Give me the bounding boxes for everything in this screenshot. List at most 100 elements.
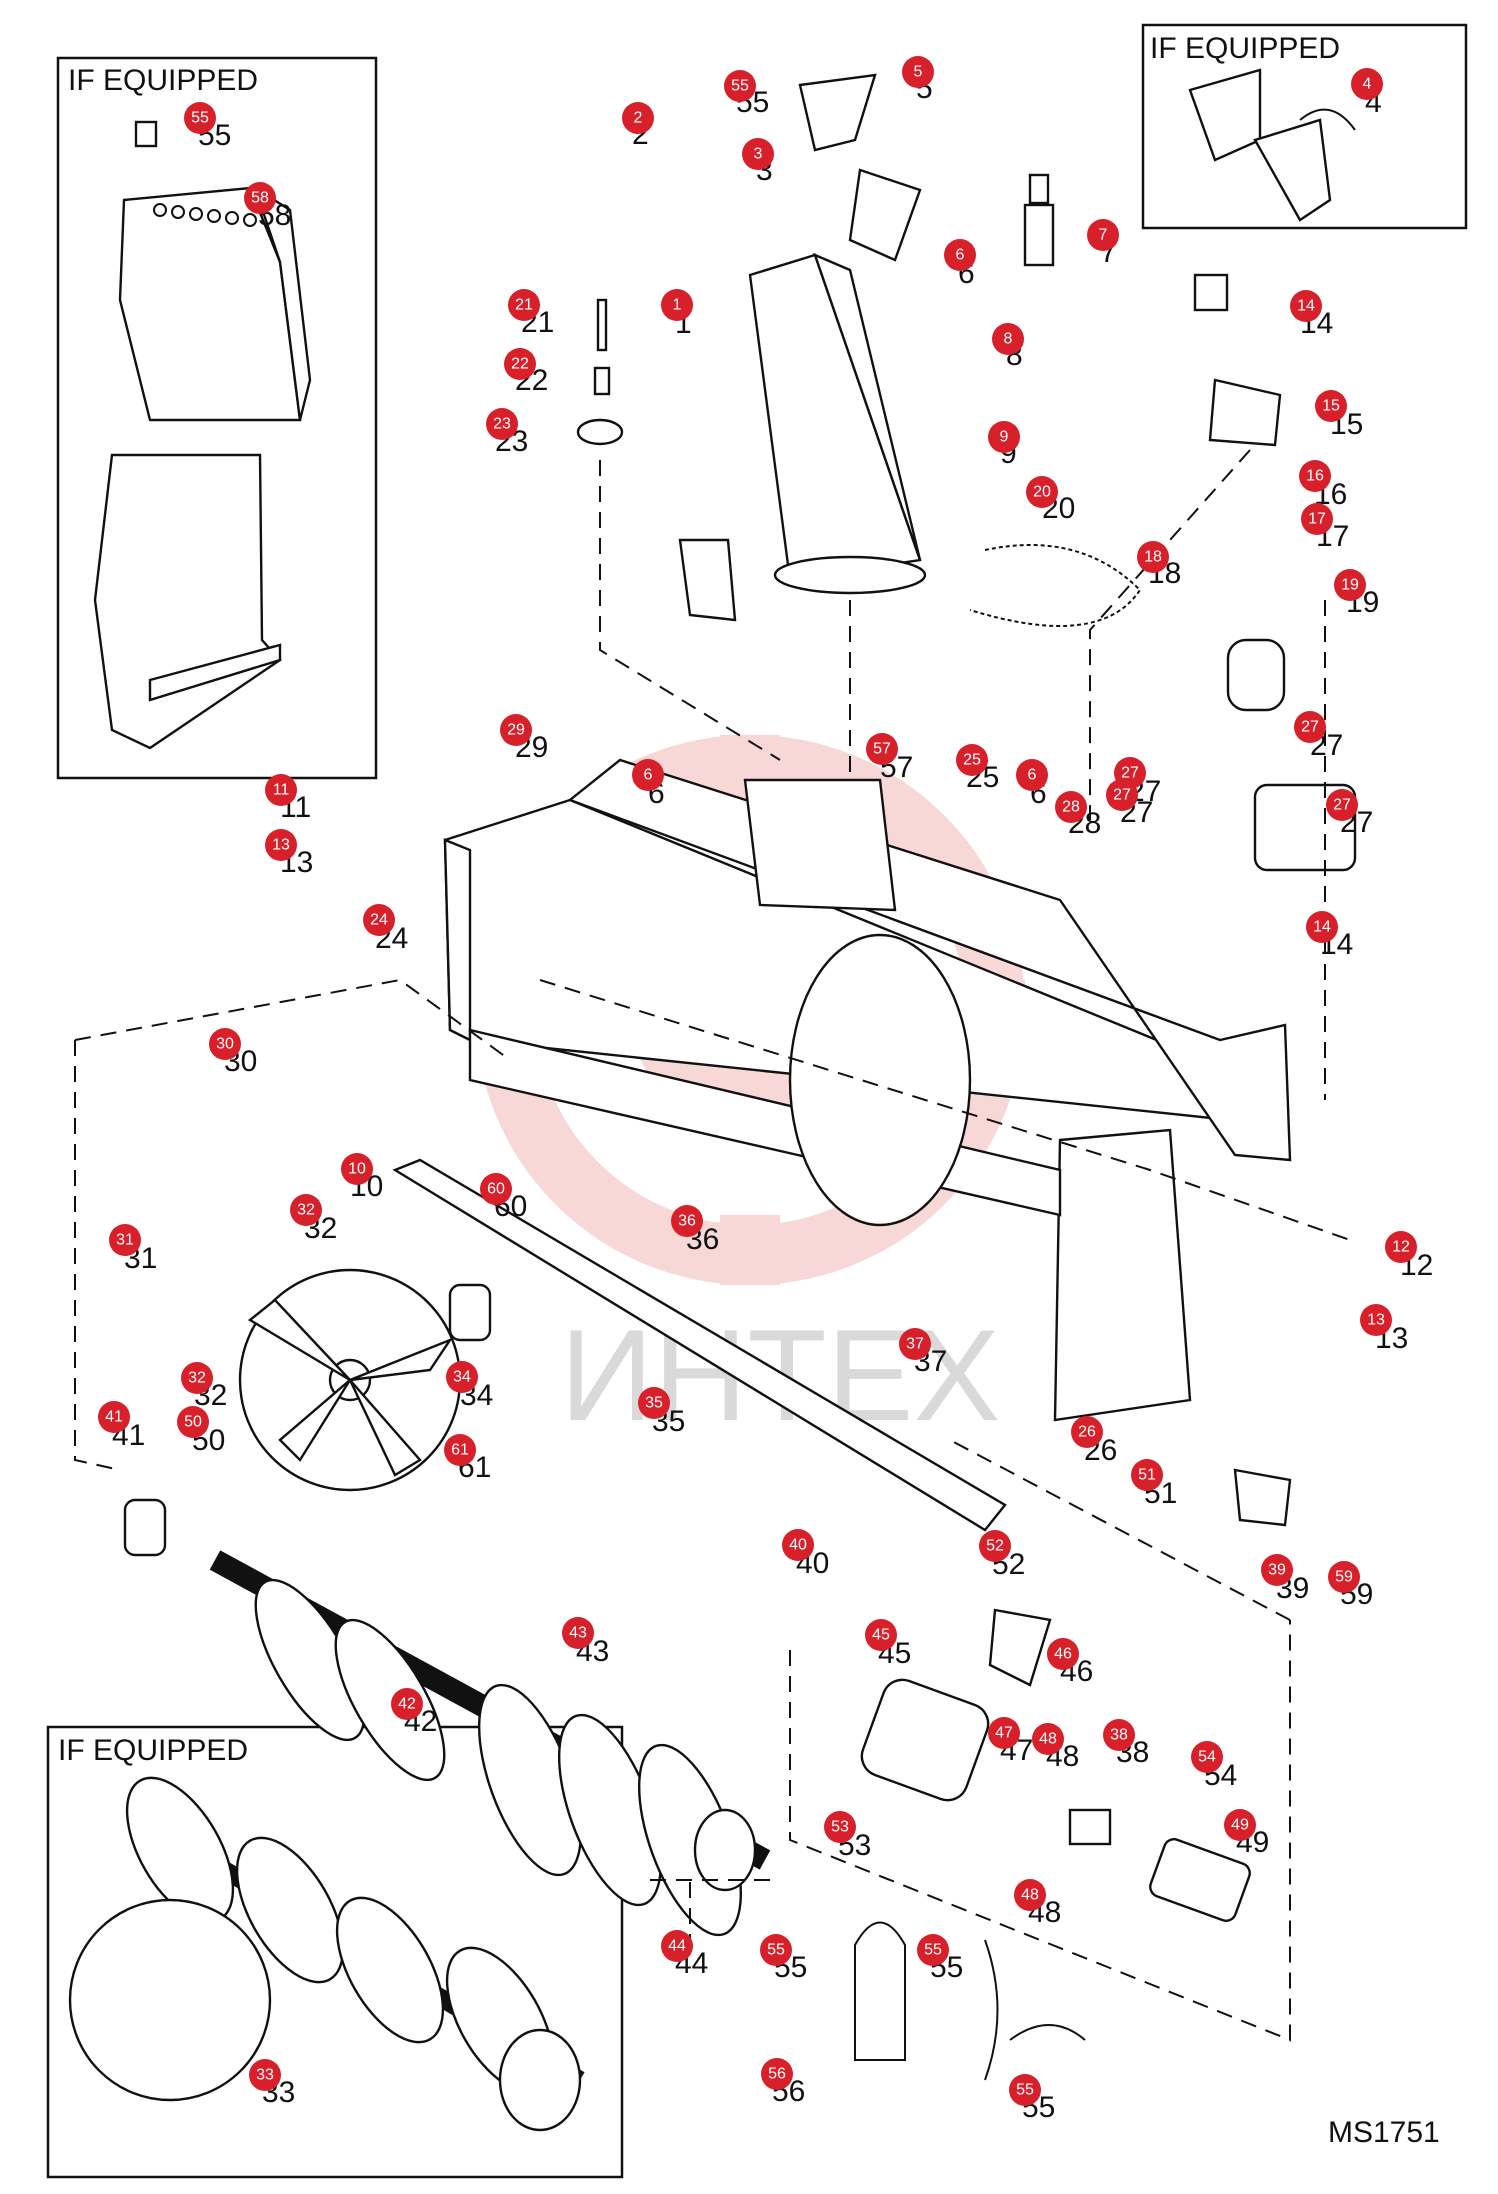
callout-badge-number: 45 bbox=[872, 1627, 890, 1644]
callout-badge-number: 36 bbox=[678, 1213, 696, 1230]
callout-badge bbox=[444, 1434, 476, 1466]
callout-6: 66 bbox=[632, 759, 665, 810]
callout-1: 11 bbox=[661, 289, 693, 340]
callout-badge bbox=[866, 733, 898, 765]
callout-badge-number: 27 bbox=[1113, 787, 1131, 804]
callout-badge-number: 23 bbox=[493, 416, 511, 433]
callout-3: 33 bbox=[742, 138, 774, 187]
callout-badge-number: 16 bbox=[1306, 468, 1324, 485]
callout-badge bbox=[622, 102, 654, 134]
callout-badge-number: 55 bbox=[1016, 2082, 1034, 2099]
callout-badge-number: 57 bbox=[873, 741, 891, 758]
callout-badge bbox=[661, 1930, 693, 1962]
callout-badge bbox=[1055, 791, 1087, 823]
callout-badge bbox=[1191, 1741, 1223, 1773]
callout-badge bbox=[391, 1688, 423, 1720]
callout-badge-number: 44 bbox=[668, 1938, 686, 1955]
callout-badge bbox=[265, 829, 297, 861]
callout-badge bbox=[1131, 1459, 1163, 1491]
if-equipped-label-top-right: IF EQUIPPED bbox=[1150, 32, 1340, 65]
callout-badge-number: 28 bbox=[1062, 799, 1080, 816]
callout-7: 77 bbox=[1087, 219, 1119, 269]
optional-auger-47 bbox=[68, 1776, 585, 2132]
callout-badge-number: 19 bbox=[1341, 577, 1359, 594]
callout-badge bbox=[1290, 290, 1322, 322]
callout-badge bbox=[290, 1194, 322, 1226]
callout-badge-number: 27 bbox=[1301, 719, 1319, 736]
callout-badge bbox=[988, 1717, 1020, 1749]
callout-badge bbox=[1306, 911, 1338, 943]
callout-5: 55 bbox=[902, 56, 934, 105]
callout-badge-number: 33 bbox=[256, 2067, 274, 2084]
callout-badge bbox=[742, 138, 774, 170]
callout-badge-number: 27 bbox=[1333, 797, 1351, 814]
callout-badge-number: 14 bbox=[1297, 298, 1315, 315]
callout-badge-number: 22 bbox=[511, 356, 529, 373]
callout-badge-number: 32 bbox=[297, 1202, 315, 1219]
callout-badge bbox=[341, 1153, 373, 1185]
callout-badge bbox=[1016, 759, 1048, 791]
callout-badge-number: 24 bbox=[370, 912, 388, 929]
callout-badge-number: 42 bbox=[398, 1696, 416, 1713]
callout-badge-number: 49 bbox=[1231, 1817, 1249, 1834]
callout-badge bbox=[500, 714, 532, 746]
callout-badge bbox=[1106, 779, 1138, 811]
callout-badge-number: 41 bbox=[105, 1409, 123, 1426]
callout-badge bbox=[1326, 789, 1358, 821]
callout-badge bbox=[724, 70, 756, 102]
if-equipped-box-top-right bbox=[1141, 23, 1468, 230]
callout-badge-number: 35 bbox=[645, 1395, 663, 1412]
callout-badge bbox=[1047, 1638, 1079, 1670]
callout-badge-number: 55 bbox=[924, 1942, 942, 1959]
callout-badge bbox=[902, 56, 934, 88]
callout-badge bbox=[1315, 390, 1347, 422]
auger-part-64 bbox=[123, 1498, 771, 1937]
callout-badge bbox=[671, 1205, 703, 1237]
callout-badge bbox=[1032, 1723, 1064, 1755]
callout-badge bbox=[988, 421, 1020, 453]
callout-badge bbox=[508, 289, 540, 321]
callout-badge-number: 18 bbox=[1144, 549, 1162, 566]
callout-badge bbox=[244, 182, 276, 214]
callout-badge bbox=[1351, 68, 1383, 100]
callout-badge-number: 30 bbox=[216, 1036, 234, 1053]
callout-badge-number: 3 bbox=[754, 146, 763, 163]
callout-badge bbox=[1014, 1879, 1046, 1911]
callout-badge bbox=[177, 1406, 209, 1438]
callout-badge-number: 20 bbox=[1033, 484, 1051, 501]
callout-badge-number: 38 bbox=[1110, 1727, 1128, 1744]
callout-badge-number: 15 bbox=[1322, 398, 1340, 415]
callout-badge bbox=[1294, 711, 1326, 743]
cutting-edge-40 bbox=[392, 1158, 1007, 1532]
callout-badge bbox=[265, 774, 297, 806]
impeller-part-65 bbox=[238, 1268, 492, 1492]
